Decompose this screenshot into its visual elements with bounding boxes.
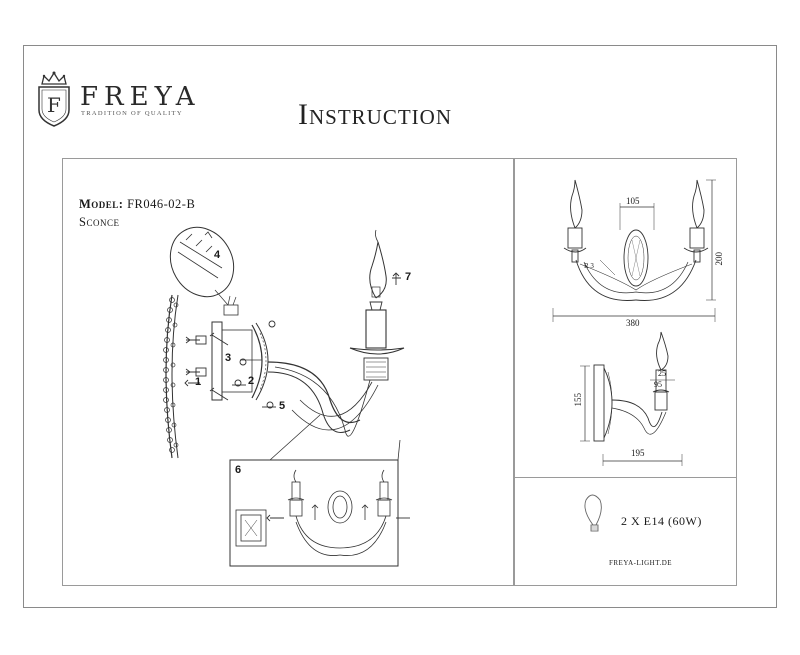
freya-crest-icon: F [38,71,70,127]
mounting-bracket [211,321,269,401]
dim-cup-top: 25 [658,369,666,378]
product-type: Sconce [79,215,120,229]
candle-bulb [369,229,387,299]
specs-panel [514,477,737,586]
dim-front-width: 380 [626,318,640,328]
dim-side-height: 155 [573,393,583,407]
model-line: Model: FR046-02-B [79,197,195,212]
step-label-6: 6 [235,464,242,476]
bulb-spec: 2 X E14 (60W) [621,514,702,528]
page-title: Instruction [298,98,452,131]
brand-name: FREYA [80,82,201,112]
step-label-1: 1 [195,376,202,388]
dim-plate-width: 105 [626,196,640,206]
candle-holder [349,301,405,381]
brand-tagline: TRADITION OF QUALITY [81,110,183,117]
assembly-panel [62,158,514,586]
monogram-letter: F [47,93,61,117]
model-label: Model: [79,197,124,211]
step-label-2: 2 [248,375,255,387]
website-url: FREYA-LIGHT.DE [609,559,673,567]
wiring-detail [169,226,239,316]
lightbulb-icon [584,494,602,532]
dim-radius: R 3 [584,262,594,270]
step-label-7: 7 [405,271,412,283]
front-view-drawing [552,179,716,322]
instruction-sheet [23,45,777,608]
side-view-drawing [580,331,683,466]
dim-front-height: 200 [714,252,724,266]
wall-anchors [185,332,229,401]
step-label-3: 3 [225,352,232,364]
step-label-5: 5 [279,400,286,412]
dim-cup-width: 95 [654,380,662,389]
dim-side-depth: 195 [631,448,645,458]
lamp-arm [267,361,379,437]
model-number: FR046-02-B [127,197,196,211]
back-plate-illustration [163,294,179,459]
step6-illustration [235,469,410,556]
step-label-4: 4 [214,249,221,261]
